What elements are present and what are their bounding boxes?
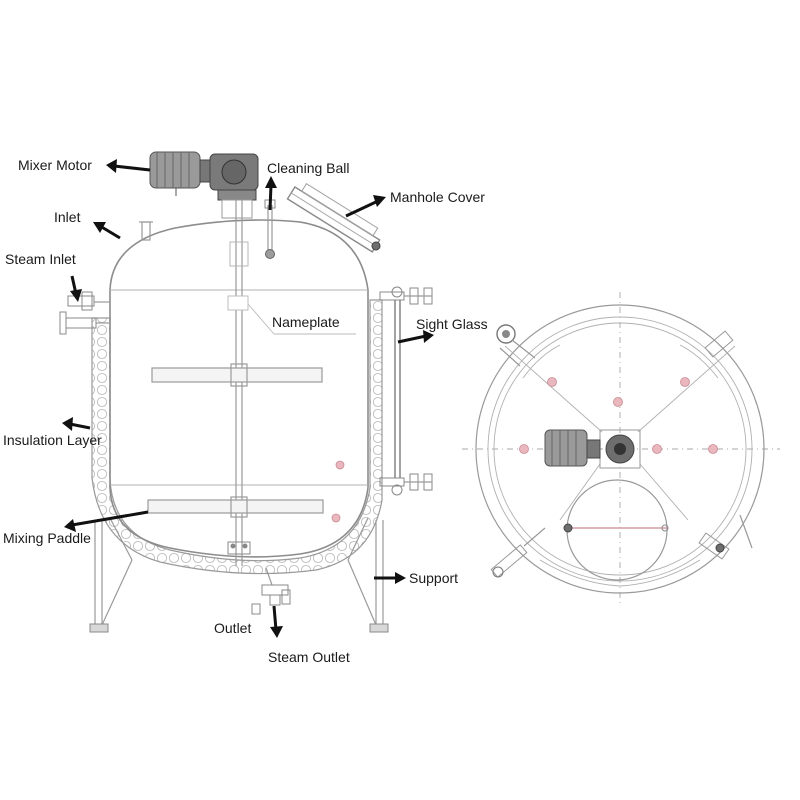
label-sight-glass: Sight Glass xyxy=(416,316,488,332)
mixer-motor-drawing xyxy=(149,151,259,219)
insulation-jacket xyxy=(91,299,383,575)
label-nameplate: Nameplate xyxy=(272,314,340,330)
label-insulation-layer: Insulation Layer xyxy=(3,432,102,448)
lower-paddle xyxy=(147,499,324,514)
label-mixer-motor: Mixer Motor xyxy=(18,157,92,173)
label-mixing-paddle: Mixing Paddle xyxy=(3,530,91,546)
upper-paddle xyxy=(151,367,323,383)
top-manhole xyxy=(566,479,668,581)
label-steam-outlet: Steam Outlet xyxy=(268,649,350,665)
manhole-cover-drawing xyxy=(286,182,381,253)
label-cleaning-ball: Cleaning Ball xyxy=(267,160,350,176)
label-inlet: Inlet xyxy=(54,209,81,225)
top-view-fittings xyxy=(490,324,753,578)
top-outer-ring xyxy=(475,304,765,594)
top-view-motor xyxy=(544,429,601,467)
label-support: Support xyxy=(409,570,459,586)
vessel-shell xyxy=(109,219,369,558)
label-outlet: Outlet xyxy=(214,620,252,636)
top-view xyxy=(462,292,780,606)
steam-outlet-drawing xyxy=(251,567,291,615)
label-manhole-cover: Manhole Cover xyxy=(390,189,485,205)
label-steam-inlet: Steam Inlet xyxy=(5,251,76,267)
sight-glass-drawing xyxy=(379,286,433,496)
support-legs xyxy=(89,517,389,633)
side-view xyxy=(59,151,434,638)
steam-inlet-fittings xyxy=(59,291,110,335)
bottom-outlet-drawing xyxy=(227,541,251,566)
nameplate-plate xyxy=(227,295,249,311)
nameplate-leader xyxy=(247,303,275,335)
callout-arrows xyxy=(62,159,434,638)
